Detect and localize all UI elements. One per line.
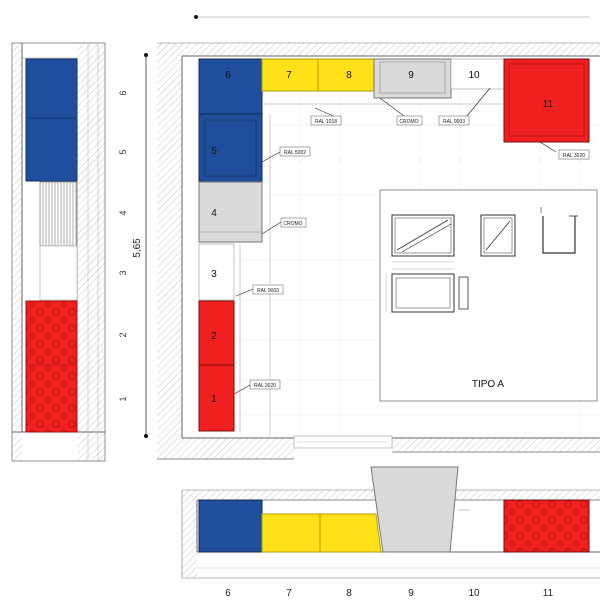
cabinet-number-5: 5 bbox=[211, 146, 217, 157]
elev-cabinet-9 bbox=[370, 466, 459, 553]
bottom-number-10: 10 bbox=[468, 588, 480, 599]
cabinet-11 bbox=[503, 58, 590, 143]
callout-ral-9003-top: RAL 9003 bbox=[443, 119, 465, 125]
plan-view: 6 7 8 9 10 11 5 4 3 2 1 RAL 1018 bbox=[157, 42, 600, 460]
cabinet-7 bbox=[261, 58, 319, 92]
left-red-panel bbox=[25, 300, 78, 433]
cabinet-number-1: 1 bbox=[211, 394, 217, 405]
callout-ral-3020-side: RAL 3020 bbox=[254, 383, 276, 389]
dimension-label: 5,65 bbox=[132, 238, 143, 258]
cabinet-number-4: 4 bbox=[211, 208, 217, 219]
callout-ral-9003-side: RAL 9003 bbox=[257, 288, 279, 294]
bottom-number-7: 7 bbox=[286, 588, 292, 599]
cabinet-number-7: 7 bbox=[286, 70, 292, 81]
left-wall-hatch-right bbox=[77, 43, 105, 461]
bottom-number-8: 8 bbox=[346, 588, 352, 599]
cabinet-5 bbox=[198, 113, 263, 183]
elev-cabinet-6 bbox=[198, 499, 263, 553]
left-white-panel bbox=[39, 245, 78, 301]
cabinet-4 bbox=[198, 181, 263, 243]
left-elevation bbox=[11, 42, 106, 462]
cabinet-number-3: 3 bbox=[211, 269, 217, 280]
cabinet-3 bbox=[198, 243, 235, 301]
bottom-numbers: 6 7 8 9 10 11 bbox=[225, 588, 553, 599]
cabinet-2 bbox=[198, 300, 235, 366]
callout-ral-5002: RAL 5002 bbox=[284, 150, 306, 156]
detail-title: TIPO A bbox=[472, 379, 505, 390]
vertical-dimension: 5,65 bbox=[132, 53, 148, 438]
bottom-number-6: 6 bbox=[225, 588, 231, 599]
callout-ral-1018: RAL 1018 bbox=[315, 119, 337, 125]
left-wall-hatch bbox=[12, 43, 22, 461]
callout-boxes: RAL 1018 CROMO RAL 9003 RAL 3020 RAL 500… bbox=[249, 115, 590, 390]
cabinet-10 bbox=[450, 58, 505, 90]
bottom-number-11: 11 bbox=[543, 588, 554, 599]
left-chrome-panel bbox=[39, 181, 78, 247]
cabinet-8 bbox=[317, 58, 375, 92]
cabinet-number-11: 11 bbox=[543, 99, 554, 110]
cabinet-number-2: 2 bbox=[211, 331, 217, 342]
detail-box-tipo-a: TIPO A bbox=[379, 189, 598, 402]
bottom-number-9: 9 bbox=[408, 588, 414, 599]
left-blue-panel bbox=[25, 58, 78, 182]
callout-ral-3020-top: RAL 3020 bbox=[563, 153, 585, 159]
cabinet-number-6: 6 bbox=[225, 70, 231, 81]
side-numbers: 1 2 3 4 5 6 bbox=[118, 90, 128, 401]
cabinet-number-9: 9 bbox=[408, 70, 414, 81]
elev-cabinet-11 bbox=[503, 499, 590, 553]
cabinet-9 bbox=[373, 58, 452, 99]
side-number-6: 6 bbox=[118, 90, 128, 95]
callout-cromo-side: CROMO bbox=[283, 221, 302, 227]
cabinet-number-10: 10 bbox=[468, 70, 480, 81]
side-number-1: 1 bbox=[118, 396, 128, 401]
side-number-3: 3 bbox=[118, 270, 128, 275]
elev-cabinet-7 bbox=[261, 513, 321, 553]
cabinet-number-8: 8 bbox=[346, 70, 352, 81]
elev-cabinet-8 bbox=[319, 513, 382, 553]
cabinet-6 bbox=[198, 58, 263, 115]
side-number-2: 2 bbox=[118, 332, 128, 337]
callout-cromo-top: CROMO bbox=[399, 119, 418, 125]
side-number-5: 5 bbox=[118, 149, 128, 154]
cabinet-1 bbox=[198, 364, 235, 432]
bottom-elevation bbox=[181, 466, 600, 579]
side-number-4: 4 bbox=[118, 210, 128, 215]
